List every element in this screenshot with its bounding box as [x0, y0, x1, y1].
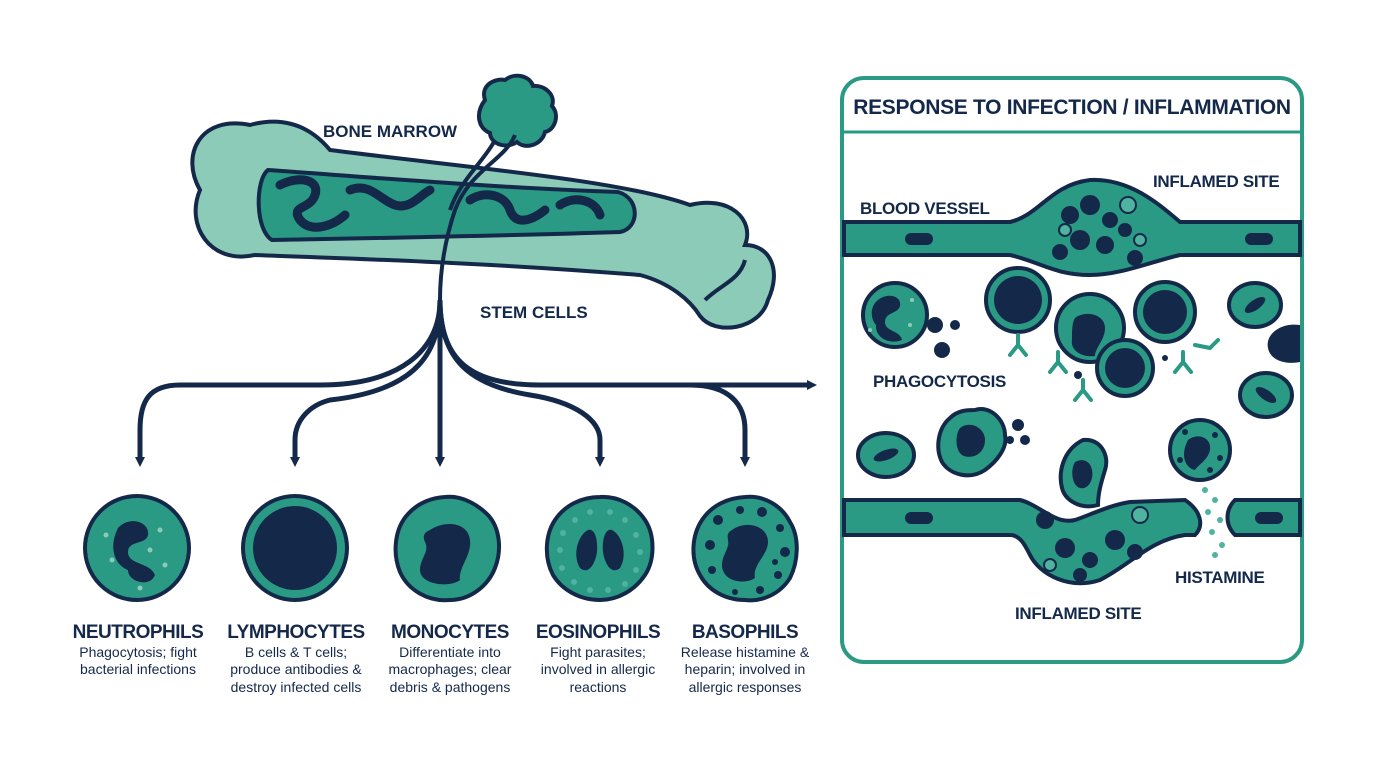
partial-cell-edge [1267, 324, 1300, 363]
eosinophils-desc-2: involved in allergic [541, 661, 655, 677]
neutrophils-desc-2: bacterial infections [80, 661, 196, 677]
inflamed-site-top-label: INFLAMED SITE [1153, 172, 1279, 191]
phagocyte-cell [861, 281, 929, 349]
monocyte-cell [393, 494, 502, 603]
arrow-to-neutrophils [135, 299, 443, 467]
bone-illustration [190, 119, 776, 330]
eosinophils-title: EOSINOPHILS [536, 622, 660, 643]
panel-title: RESPONSE TO INFECTION / INFLAMMATION [853, 96, 1291, 119]
neutrophils-desc-1: Phagocytosis; fight [79, 644, 197, 660]
blood-vessel-label: BLOOD VESSEL [860, 199, 990, 218]
basophils-desc-1: Release histamine & [681, 644, 810, 660]
monocytes-desc-1: Differentiate into [399, 644, 501, 660]
lymphocytes-desc-2: produce antibodies & [230, 661, 362, 677]
histamine-granules [1202, 487, 1225, 558]
phagocytosis-label: PHAGOCYTOSIS [873, 372, 1006, 391]
eosinophil-cell [544, 494, 655, 603]
macrophage-engulfing [936, 407, 1030, 478]
neutrophils-title: NEUTROPHILS [73, 622, 204, 643]
basophil-cell [691, 494, 799, 603]
monocytes-title: MONOCYTES [391, 622, 509, 643]
basophils-title: BASOPHILS [692, 622, 798, 643]
basophils-desc-3: allergic responses [689, 679, 802, 695]
lymphocyte-cell [241, 494, 349, 602]
branch-arrows [135, 299, 817, 467]
fragments-mid [1074, 355, 1168, 379]
lymphocyte-panel-1 [984, 266, 1052, 334]
debris-fragments [927, 317, 960, 358]
monocytes-desc-3: debris & pathogens [390, 679, 511, 695]
histamine-label: HISTAMINE [1175, 568, 1265, 587]
basophil-panel [1168, 418, 1232, 482]
stem-cells-label: STEM CELLS [480, 303, 588, 322]
bottom-blood-vessel [842, 497, 1302, 586]
arrow-to-eosinophils [437, 299, 605, 467]
stem-cell [477, 73, 558, 148]
antibodies [1008, 333, 1220, 402]
monocytes-desc-2: macrophages; clear [389, 661, 512, 677]
arrow-to-lymphocytes [290, 299, 443, 467]
cell-labels: NEUTROPHILS Phagocytosis; fight bacteria… [73, 622, 810, 695]
emigrating-cell [1058, 437, 1109, 509]
lymphocyte-panel-3 [1095, 338, 1155, 398]
lymphocytes-desc-3: destroy infected cells [231, 679, 362, 695]
inflammation-panel: RESPONSE TO INFECTION / INFLAMMATION [840, 76, 1304, 664]
lymphocyte-panel-2 [1133, 280, 1197, 344]
eosinophils-desc-3: reactions [570, 679, 627, 695]
inflamed-site-bottom-label: INFLAMED SITE [1015, 604, 1141, 623]
basophils-desc-2: heparin; involved in [685, 661, 806, 677]
bone-end-curl [703, 259, 747, 302]
red-blood-cell-2 [1238, 371, 1294, 419]
arrow-to-basophils [437, 299, 750, 467]
lymphocytes-title: LYMPHOCYTES [227, 622, 364, 643]
red-blood-cell-1 [1227, 281, 1283, 329]
red-blood-cell-3 [856, 431, 916, 479]
bone-marrow-label: BONE MARROW [323, 122, 458, 141]
marrow-web [275, 175, 605, 232]
stem-lines [438, 134, 517, 301]
neutrophil-cell [83, 494, 191, 602]
top-blood-vessel [842, 177, 1302, 278]
lymphocytes-desc-1: B cells & T cells; [245, 644, 347, 660]
eosinophils-desc-1: Fight parasites; [550, 644, 646, 660]
